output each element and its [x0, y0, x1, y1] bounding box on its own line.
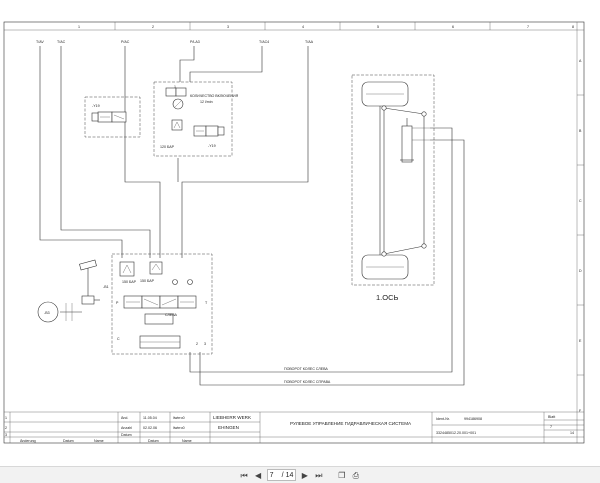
flow-text: КОЛИЧЕСТВО ВКЛЮЧЕНИЯ: [190, 94, 239, 98]
valve-label: -Y19: [208, 144, 216, 148]
grid-letter: A: [579, 59, 582, 63]
first-page-icon[interactable]: ⏮: [240, 470, 248, 480]
grid-letter: D: [579, 269, 582, 273]
title-cell: Name: [182, 439, 192, 443]
port-label: T/AV: [36, 40, 44, 44]
port-label: P/LA3: [190, 40, 200, 44]
title-cell: Datum: [121, 433, 132, 437]
axle-label: 1.ОСЬ: [376, 293, 399, 302]
company-location: EHINGEN: [218, 425, 239, 430]
sensor-label: -B1: [103, 285, 109, 289]
port-label: T/AC4: [259, 40, 269, 44]
title-cell: Anzahl: [121, 426, 132, 430]
drawing-number: 3324485012.20.001+001: [436, 431, 476, 435]
grid-letter: F: [579, 409, 582, 413]
grid-letter: E: [579, 339, 582, 343]
title-name: liwtrro0: [173, 426, 185, 430]
pressure-label: 150 БАР: [140, 279, 155, 283]
port-label: T: [205, 301, 208, 305]
steer-direction-label: СЛЕВА: [165, 313, 178, 317]
grid-letter: C: [579, 199, 582, 203]
next-page-icon[interactable]: ▶: [301, 470, 308, 480]
sheet-label: Blatt: [548, 415, 555, 419]
port-label: P: [116, 301, 119, 305]
title-block: 1 2 3 Änd. Anzahl Datum 11.05.04 02.02.0…: [4, 411, 584, 443]
port-labels: T/AV T/AC P/AC P/LA3 T/AC4 T/AA: [36, 40, 314, 44]
grid-letter: B: [579, 129, 582, 133]
grid-number: 8: [572, 25, 574, 29]
page-navigation-toolbar: ⏮ ◀ / 14 ▶ ⏭ ❐ ⎙: [0, 466, 600, 483]
port-number: 3: [204, 342, 206, 346]
port-label: T/AC: [57, 40, 66, 44]
ident-label: Ident-Nr.: [436, 417, 450, 421]
page-indicator: / 14: [266, 469, 297, 481]
port-number: 1: [174, 85, 176, 89]
grid-number: 4: [302, 25, 304, 29]
grid-number: 6: [452, 25, 454, 29]
solenoid-valve-left: -Y19: [84, 96, 141, 138]
pressure-label: 120 БАР: [160, 145, 175, 149]
port-label: C: [117, 337, 120, 341]
title-cell: Änd.: [121, 416, 128, 420]
grid-number: 3: [227, 25, 229, 29]
grid-letters: A B C D E F: [577, 59, 584, 413]
axle-diagram: 1.ОСЬ: [351, 74, 435, 302]
port-label: T/AA: [305, 40, 314, 44]
company-name: LIEBHERR WERK: [213, 415, 252, 420]
grid-number: 1: [78, 25, 80, 29]
title-date: 11.05.04: [143, 416, 157, 420]
sensor-label: -B3: [44, 311, 50, 315]
flow-control-block: КОЛИЧЕСТВО ВКЛЮЧЕНИЯ 12 l/min 120 БАР -Y…: [153, 81, 239, 157]
ident-number: 994186908: [464, 417, 482, 421]
copy-page-icon[interactable]: ❐: [338, 470, 346, 480]
revision-row: 1: [5, 416, 7, 420]
page-number-input[interactable]: [269, 471, 280, 479]
port-label: P/AC: [121, 40, 130, 44]
revision-row: 3: [5, 433, 7, 437]
revision-row: 2: [5, 426, 7, 430]
line-label-left: ПОВОРОТ КОЛЕС СЛЕВА: [284, 367, 328, 371]
grid-number: 2: [152, 25, 154, 29]
page-frame: [3, 21, 585, 444]
pressure-label: 150 БАР: [122, 280, 137, 284]
drawing-title: РУЛЕВОЕ УПРАВЛЕНИЕ ГИДРАВЛИЧЕСКАЯ СИСТЕМ…: [290, 421, 412, 426]
port-number: 2: [196, 342, 198, 346]
grid-numbers: 1 2 3 4 5 6 7 8: [78, 22, 574, 30]
last-page-icon[interactable]: ⏭: [315, 470, 323, 480]
print-icon[interactable]: ⎙: [352, 470, 360, 480]
page-total: 14: [285, 471, 294, 479]
previous-page-icon[interactable]: ◀: [255, 470, 262, 480]
title-cell: Datum: [63, 439, 74, 443]
grid-number: 5: [377, 25, 379, 29]
title-cell: Name: [94, 439, 104, 443]
sheet-number: 7: [550, 425, 552, 429]
page-separator: /: [281, 471, 284, 479]
title-cell: Datum: [148, 439, 159, 443]
grid-number: 7: [527, 25, 529, 29]
title-cell: Änderung: [20, 439, 36, 443]
steering-wheel: -B3: [37, 259, 97, 323]
flow-text: 12 l/min: [200, 100, 213, 104]
title-name: liwtrro0: [173, 416, 185, 420]
valve-label: -Y19: [92, 104, 100, 108]
line-label-right: ПОВОРОТ КОЛЕС СПРАВА: [284, 380, 331, 384]
sheet-total: 14: [570, 431, 574, 435]
hydraulic-schematic-page: 1 2 3 4 5 6 7 8 A B C D E F T/AV T/AC: [3, 21, 585, 444]
title-date: 02.02.06: [143, 426, 157, 430]
steering-unit-block: 150 БАР 150 БАР СЛЕВА C 2 3 P T: [103, 253, 213, 355]
